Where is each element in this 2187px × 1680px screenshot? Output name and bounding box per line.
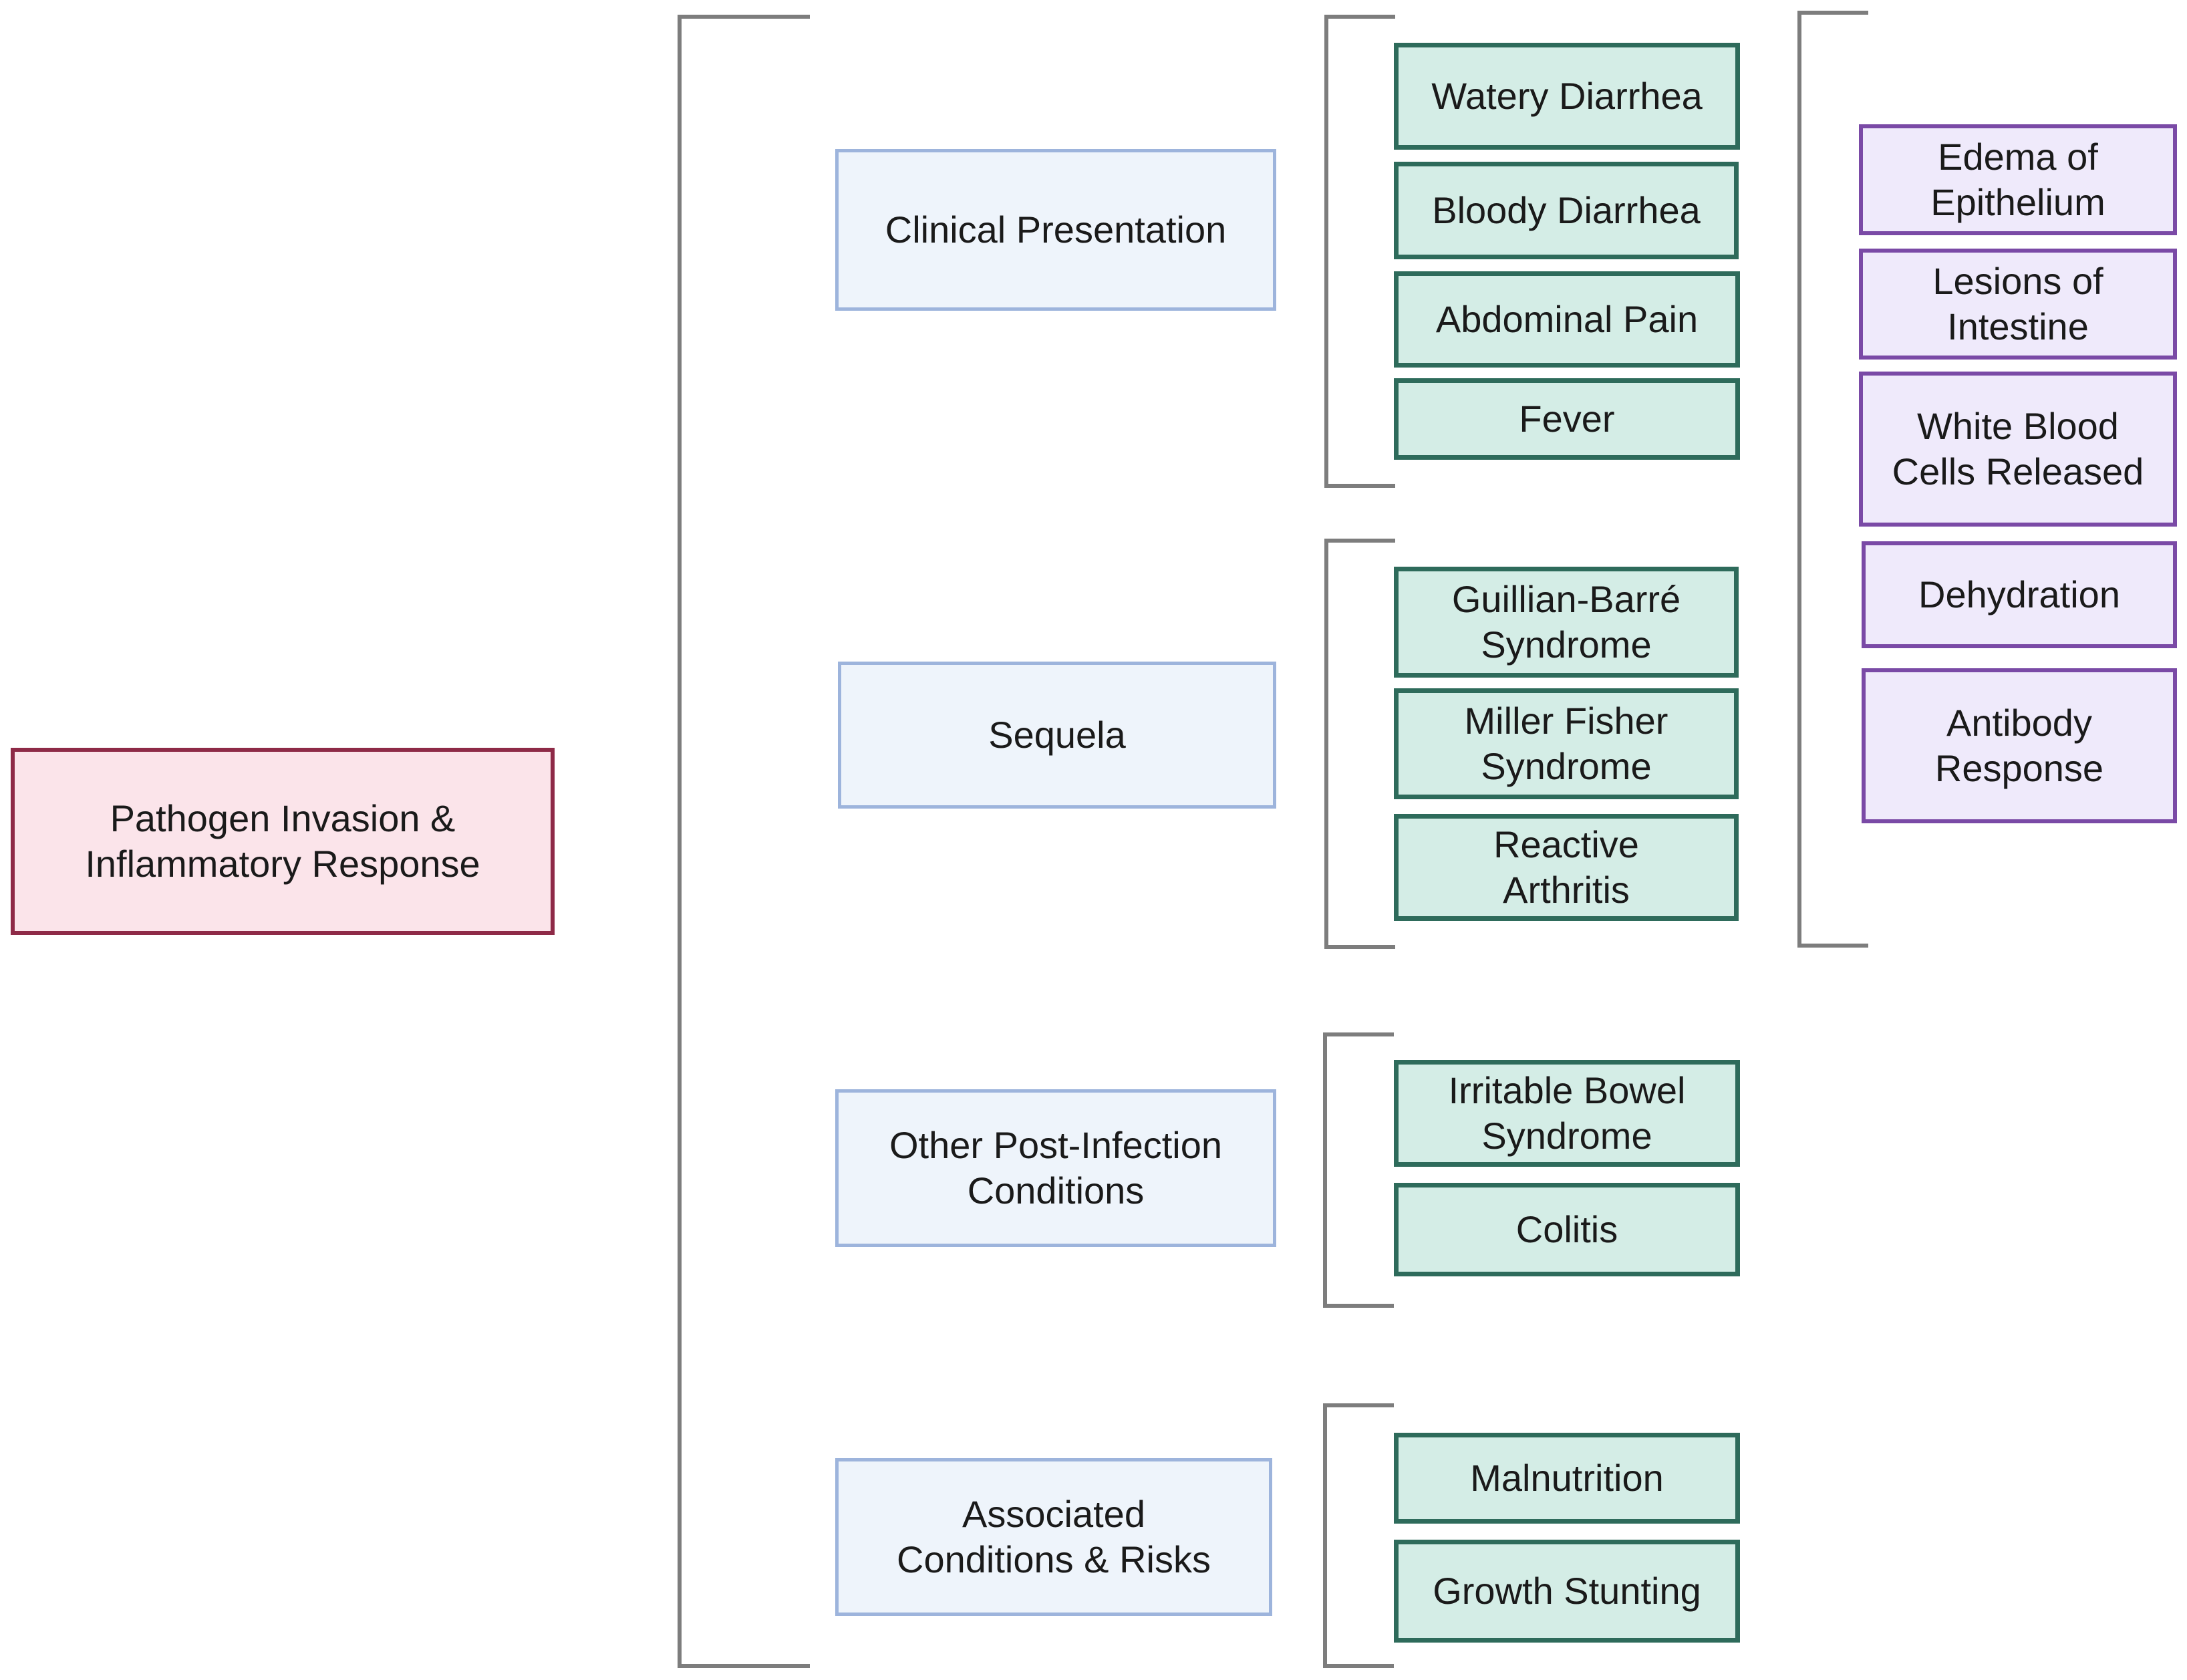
item-guillian-barre-syndrome: Guillian-Barré Syndrome (1394, 567, 1739, 678)
effect-dehydration: Dehydration (1862, 541, 2177, 648)
item-miller-fisher-syndrome: Miller Fisher Syndrome (1394, 688, 1739, 799)
item-bloody-diarrhea: Bloody Diarrhea (1394, 162, 1739, 259)
effect-edema-of-epithelium: Edema of Epithelium (1859, 124, 2177, 235)
item-fever: Fever (1394, 378, 1740, 460)
category-sequela: Sequela (838, 662, 1276, 809)
category-clinical-presentation: Clinical Presentation (835, 149, 1276, 311)
effect-antibody-response: Antibody Response (1862, 668, 2177, 823)
category-other-post-infection: Other Post-Infection Conditions (835, 1089, 1276, 1247)
effect-white-blood-cells-released: White Blood Cells Released (1859, 372, 2177, 527)
main-bracket (678, 15, 810, 1668)
effect-lesions-of-intestine: Lesions of Intestine (1859, 249, 2177, 360)
item-irritable-bowel-syndrome: Irritable Bowel Syndrome (1394, 1060, 1740, 1167)
bracket-other-post-infection (1323, 1032, 1394, 1308)
bracket-sequela (1324, 539, 1395, 949)
root-node: Pathogen Invasion & Inflammatory Respons… (11, 748, 555, 935)
item-reactive-arthritis: Reactive Arthritis (1394, 814, 1739, 921)
category-associated-conditions: Associated Conditions & Risks (835, 1458, 1272, 1616)
item-abdominal-pain: Abdominal Pain (1394, 271, 1740, 368)
bracket-clinical-presentation (1324, 15, 1395, 488)
item-colitis: Colitis (1394, 1183, 1740, 1276)
effects-bracket (1797, 11, 1868, 948)
item-malnutrition: Malnutrition (1394, 1433, 1740, 1524)
item-watery-diarrhea: Watery Diarrhea (1394, 43, 1740, 150)
bracket-associated-conditions (1323, 1403, 1394, 1668)
item-growth-stunting: Growth Stunting (1394, 1540, 1740, 1643)
